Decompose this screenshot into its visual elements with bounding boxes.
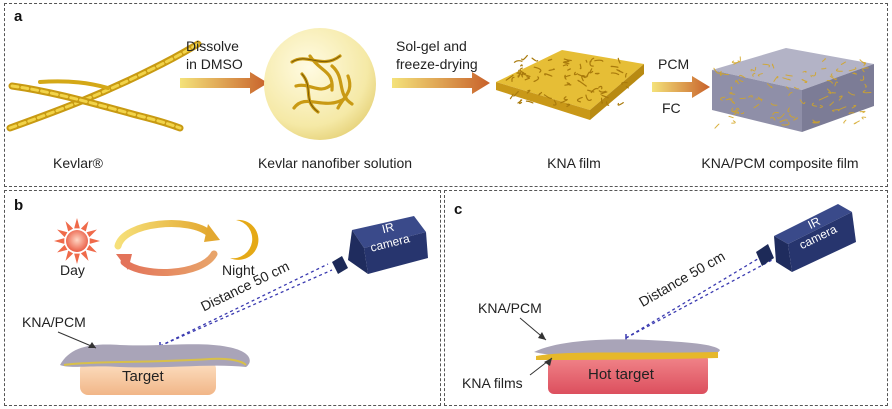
panel-b xyxy=(4,190,441,406)
panel-c xyxy=(444,190,888,406)
target-b-label: Target xyxy=(122,368,164,385)
caption-kna-film: KNA film xyxy=(547,155,601,171)
step2-line1: Sol-gel and xyxy=(396,38,467,54)
step1-line1: Dissolve xyxy=(186,38,239,54)
panel-c-label: c xyxy=(454,201,463,218)
caption-kevlar: Kevlar® xyxy=(53,155,103,171)
nanofiber-solution-sphere xyxy=(264,28,376,140)
ir-camera-b-icon xyxy=(332,216,428,274)
composite-film-image xyxy=(712,48,874,132)
process-arrow-3 xyxy=(652,76,710,98)
kna-film-image xyxy=(496,50,644,120)
step3-line1: PCM xyxy=(658,56,690,72)
process-arrow-2 xyxy=(392,72,490,94)
kna-films-label: KNA films xyxy=(462,375,523,391)
caption-composite-film: KNA/PCM composite film xyxy=(701,155,859,171)
step3-line2: FC xyxy=(662,100,681,116)
night-label: Night xyxy=(222,262,255,278)
target-b-image xyxy=(60,344,250,395)
moon-icon xyxy=(230,219,259,260)
day-night-cycle-arrows xyxy=(114,220,220,276)
hot-target-image xyxy=(534,339,720,394)
step2-line2: freeze-drying xyxy=(396,56,478,72)
step1-line2: in DMSO xyxy=(186,56,243,72)
process-arrow-1 xyxy=(180,72,268,94)
hot-target-label: Hot target xyxy=(588,366,654,383)
caption-nanofiber-solution: Kevlar nanofiber solution xyxy=(257,155,413,171)
kna-pcm-label-c: KNA/PCM xyxy=(478,300,542,316)
panel-a-label: a xyxy=(14,8,23,25)
ir-camera-c-icon xyxy=(756,204,856,272)
day-label: Day xyxy=(60,262,85,278)
panel-a xyxy=(4,3,888,187)
panel-b-label: b xyxy=(14,197,24,214)
kna-pcm-label-b: KNA/PCM xyxy=(22,314,86,330)
sun-icon xyxy=(54,218,100,264)
